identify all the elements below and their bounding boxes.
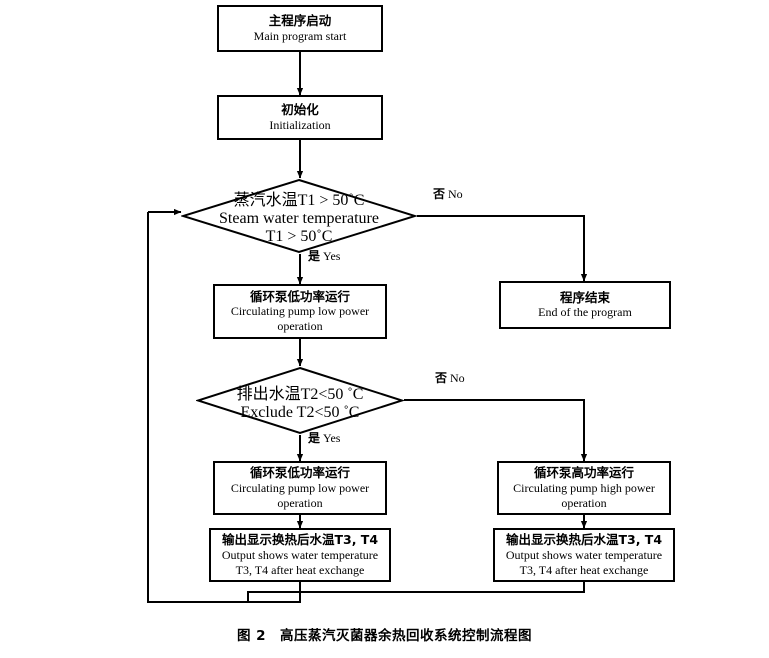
node-label-zh: 程序结束 — [559, 289, 610, 305]
node-label-en: End of the program — [538, 305, 632, 320]
node-output-water-temperature-left[interactable]: 输出显示换热后水温T3, T4 Output shows water tempe… — [209, 528, 391, 582]
edge-label-en: Yes — [323, 249, 341, 263]
edge-output-right-feedback — [247, 582, 585, 602]
node-label-zh: 主程序启动 — [268, 13, 332, 29]
edge-label-zh: 是 — [308, 431, 321, 445]
figure-number: 图 2 — [236, 628, 267, 644]
node-label-en-line1: Output shows water temperature — [221, 547, 379, 562]
figure-caption: 图 2 高压蒸汽灭菌器余热回收系统控制流程图 — [0, 624, 769, 644]
node-label-en: Exclude T2<50 ˚C — [240, 403, 360, 421]
node-label-en-line1: Circulating pump high power — [513, 480, 655, 495]
node-label-zh: 循环泵高功率运行 — [533, 465, 634, 481]
node-label-en-line1: Steam water temperature — [219, 210, 379, 227]
node-decision-exclude-water-temperature[interactable]: 排出水温T2<50 ˚C Exclude T2<50 ˚C — [196, 366, 404, 435]
node-initialization[interactable]: 初始化 Initialization — [217, 95, 383, 140]
node-label-zh: 蒸汽水温T1 > 50˚C — [233, 192, 365, 209]
diamond-shape — [181, 178, 417, 254]
node-label-en-line2: operation — [277, 319, 323, 334]
edge-t1-no-to-end — [417, 215, 588, 282]
edge-t2-no-to-pump-high — [404, 399, 588, 462]
edge-label-t1-no: 否 No — [433, 188, 463, 200]
node-label-en-line1: Circulating pump low power — [230, 304, 370, 319]
node-label-zh: 初始化 — [281, 102, 319, 118]
diamond-shape — [196, 366, 404, 435]
edge-label-t2-no: 否 No — [435, 372, 465, 384]
node-label-zh: 循环泵低功率运行 — [249, 288, 350, 304]
node-circulating-pump-low-power-2[interactable]: 循环泵低功率运行 Circulating pump low power oper… — [213, 461, 387, 515]
node-label-en: Initialization — [269, 117, 331, 132]
node-circulating-pump-low-power-1[interactable]: 循环泵低功率运行 Circulating pump low power oper… — [213, 284, 387, 339]
node-main-program-start[interactable]: 主程序启动 Main program start — [217, 5, 383, 52]
edge-label-en: No — [450, 371, 465, 385]
edge-label-en: Yes — [323, 431, 341, 445]
node-label-zh: 排出水温T2<50 ˚C — [236, 385, 364, 403]
node-label-en-line2: T3, T4 after heat exchange — [519, 562, 649, 577]
node-label-en-line2: T3, T4 after heat exchange — [235, 562, 365, 577]
node-circulating-pump-high-power[interactable]: 循环泵高功率运行 Circulating pump high power ope… — [497, 461, 671, 515]
node-label-en-line1: Circulating pump low power — [230, 480, 370, 495]
node-label-en-line2: operation — [561, 495, 607, 510]
edge-label-zh: 否 — [435, 371, 448, 385]
node-output-water-temperature-right[interactable]: 输出显示换热后水温T3, T4 Output shows water tempe… — [493, 528, 675, 582]
node-label-en: Main program start — [253, 28, 347, 43]
figure-title: 高压蒸汽灭菌器余热回收系统控制流程图 — [280, 628, 533, 644]
node-label-zh: 循环泵低功率运行 — [249, 465, 350, 481]
edge-label-t2-yes: 是 Yes — [308, 432, 340, 444]
node-label-zh: 输出显示换热后水温T3, T4 — [221, 532, 379, 548]
edge-label-zh: 是 — [308, 249, 321, 263]
edge-label-zh: 否 — [433, 187, 446, 201]
edge-label-t1-yes: 是 Yes — [308, 250, 340, 262]
node-label-zh: 输出显示换热后水温T3, T4 — [505, 532, 663, 548]
node-decision-steam-water-temperature[interactable]: 蒸汽水温T1 > 50˚C Steam water temperature T1… — [181, 178, 417, 254]
node-label-en-line2: operation — [277, 495, 323, 510]
node-end-of-program[interactable]: 程序结束 End of the program — [499, 281, 671, 329]
edge-label-en: No — [448, 187, 463, 201]
node-label-en-line1: Output shows water temperature — [505, 547, 663, 562]
node-label-en-line2: T1 > 50˚C — [265, 228, 333, 245]
